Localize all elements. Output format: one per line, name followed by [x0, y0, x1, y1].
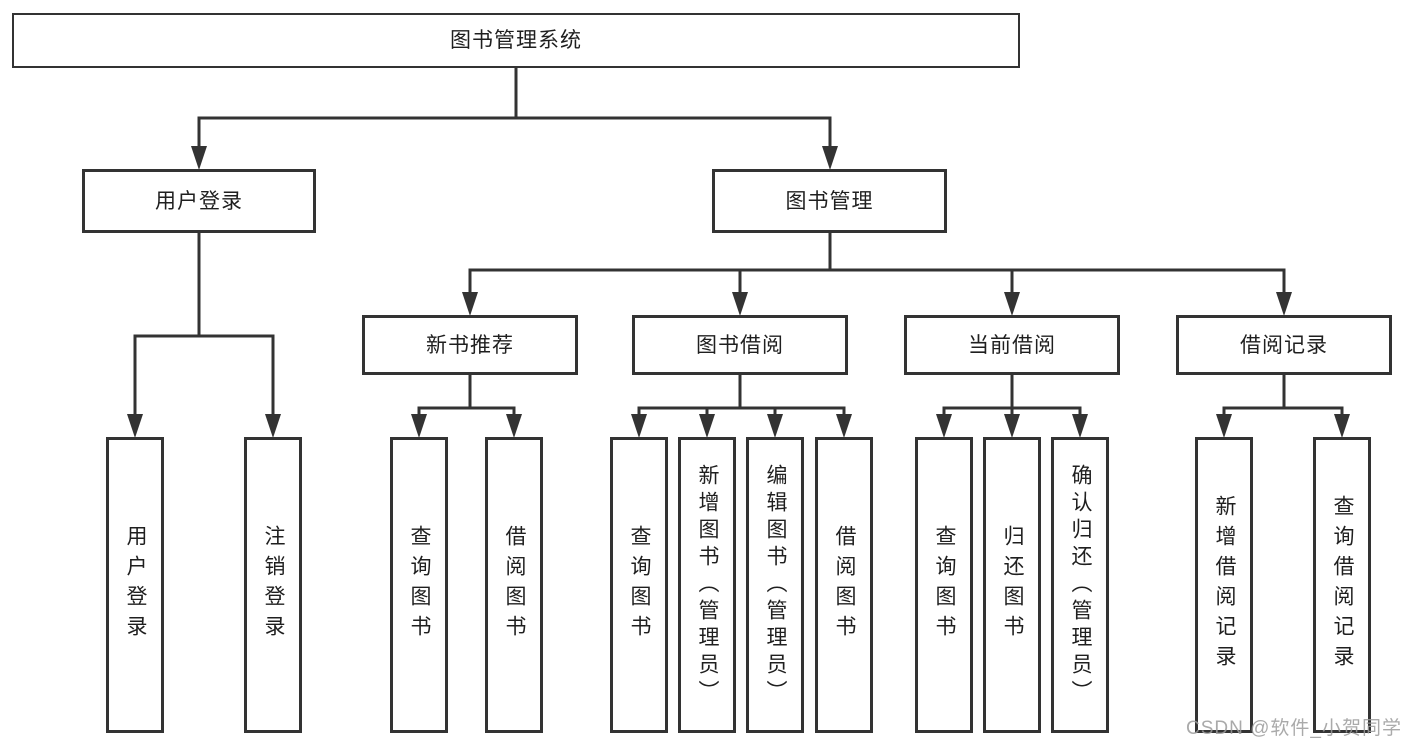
node-label: 归还图书 [1001, 525, 1024, 645]
leaf-query-books-borrow: 查询图书 [610, 437, 668, 733]
leaf-edit-books-admin: 编辑图书（管理员） [746, 437, 804, 733]
leaf-borrow-books-recommend: 借阅图书 [485, 437, 543, 733]
node-label: 图书管理 [785, 189, 874, 213]
node-label: 用户登录 [155, 189, 243, 213]
node-label: 图书借阅 [696, 333, 784, 357]
leaf-query-borrow-record: 查询借阅记录 [1313, 437, 1371, 733]
node-label: 注销登录 [262, 525, 285, 645]
leaf-query-books-recommend: 查询图书 [390, 437, 448, 733]
node-current-borrowing: 当前借阅 [904, 315, 1120, 375]
node-label: 借阅图书 [503, 525, 526, 645]
leaf-add-books-admin: 新增图书（管理员） [678, 437, 736, 733]
node-label: 编辑图书（管理员） [764, 463, 787, 707]
leaf-logout: 注销登录 [244, 437, 302, 733]
node-label: 当前借阅 [968, 333, 1056, 357]
node-label: 借阅记录 [1240, 333, 1328, 357]
node-label: 借阅图书 [833, 525, 856, 645]
node-book-borrowing: 图书借阅 [632, 315, 848, 375]
leaf-return-books: 归还图书 [983, 437, 1041, 733]
node-label: 用户登录 [124, 525, 147, 645]
node-new-book-recommendation: 新书推荐 [362, 315, 578, 375]
leaf-user-login: 用户登录 [106, 437, 164, 733]
node-library-management-system: 图书管理系统 [12, 13, 1020, 68]
leaf-confirm-return-admin: 确认归还（管理员） [1051, 437, 1109, 733]
csdn-watermark: CSDN @软件_小贺同学 [1186, 718, 1402, 739]
node-label: 新增借阅记录 [1213, 495, 1236, 675]
node-borrowing-records: 借阅记录 [1176, 315, 1392, 375]
node-label: 查询图书 [628, 525, 651, 645]
leaf-query-books-current: 查询图书 [915, 437, 973, 733]
leaf-add-borrow-record: 新增借阅记录 [1195, 437, 1253, 733]
node-label: 查询图书 [408, 525, 431, 645]
leaf-borrow-books: 借阅图书 [815, 437, 873, 733]
node-label: 新书推荐 [426, 333, 514, 357]
node-label: 确认归还（管理员） [1069, 463, 1092, 707]
node-label: 新增图书（管理员） [696, 463, 719, 707]
node-label: 查询借阅记录 [1331, 495, 1354, 675]
node-book-management: 图书管理 [712, 169, 947, 233]
node-label: 查询图书 [933, 525, 956, 645]
node-user-login: 用户登录 [82, 169, 316, 233]
node-label: 图书管理系统 [450, 29, 582, 52]
